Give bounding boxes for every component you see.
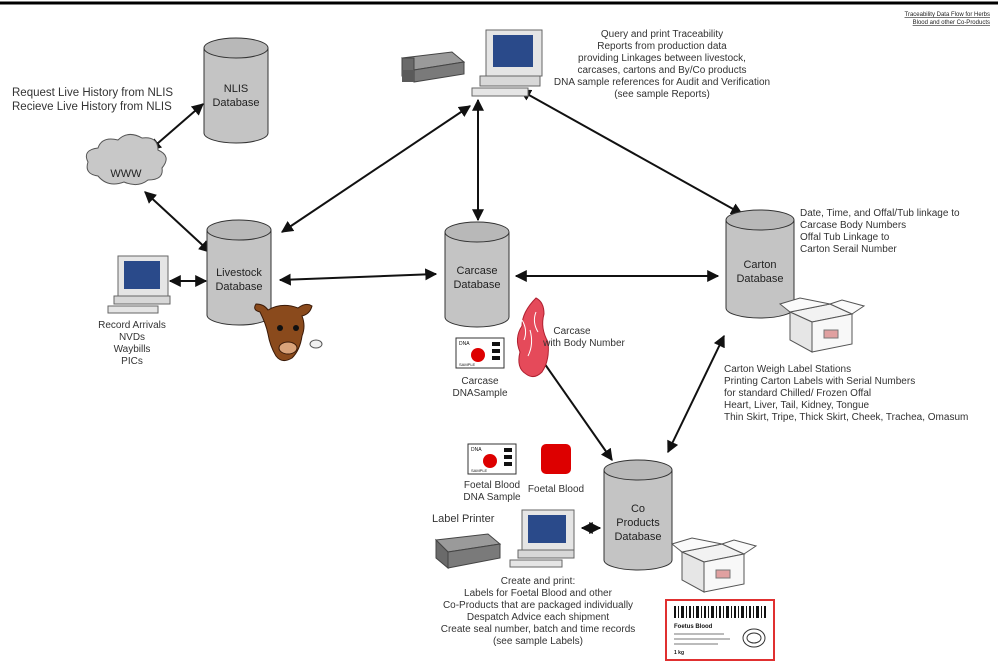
carcase-dna-card: DNA SAMPLE	[455, 337, 505, 369]
carcase-dna-line2: DNASample	[452, 388, 507, 399]
carton-info-line3: Offal Tub Linkage to	[800, 232, 890, 243]
query-line5: DNA sample references for Audit and Veri…	[554, 77, 770, 88]
database-carcase-line2: Database	[453, 279, 500, 291]
carcase-dna-note: Carcase DNASample	[452, 376, 507, 399]
foetal-dna-line1: Foetal Blood	[464, 480, 520, 491]
database-coproducts-line1: Co	[631, 503, 645, 515]
carton-stations-line4: Heart, Liver, Tail, Kidney, Tongue	[724, 400, 870, 411]
livestock-records-line4: PICs	[121, 356, 143, 367]
coproducts-box-icon	[670, 537, 758, 593]
database-livestock-line1: Livestock	[216, 267, 262, 279]
query-printer-icon	[400, 51, 466, 83]
arrow-query-carton	[518, 89, 744, 215]
coproducts-computer-icon	[509, 509, 575, 568]
database-livestock-line2: Database	[215, 281, 262, 293]
query-line1: Query and print Traceability	[601, 29, 723, 40]
create-print-line6: (see sample Labels)	[493, 636, 583, 647]
carcase-dna-card-line1: DNA	[459, 341, 470, 347]
carcase-icon	[516, 297, 549, 378]
database-nlis-line2: Database	[212, 97, 259, 109]
create-print-line3: Co-Products that are packaged individual…	[443, 600, 633, 611]
arrow-livestock-carcase	[278, 268, 438, 286]
database-carton: Carton Database	[725, 209, 795, 319]
query-note: Query and print Traceability Reports fro…	[554, 29, 770, 100]
create-print-line4: Despatch Advice each shipment	[467, 612, 610, 623]
database-nlis: NLIS Database	[203, 37, 269, 144]
carcase-dna-card-line2: SAMPLE	[459, 362, 476, 367]
database-coproducts: Co Products Database	[603, 459, 673, 571]
barcode	[674, 606, 766, 618]
carcase-body-note: Carcase with Body Number	[542, 326, 625, 349]
create-print-note: Create and print: Labels for Foetal Bloo…	[441, 576, 636, 647]
query-line6: (see sample Reports)	[614, 89, 710, 100]
foetal-dna-line2: DNA Sample	[463, 492, 521, 503]
sample-label-title: Foetus Blood	[674, 624, 713, 630]
nlis-request-line2: Recieve Live History from NLIS	[12, 101, 172, 113]
label-printer-label: Label Printer	[432, 513, 495, 525]
arrow-www-livestock	[144, 191, 211, 253]
livestock-computer-icon	[107, 255, 171, 314]
foetal-blood-label: Foetal Blood	[528, 484, 584, 495]
sample-label: Foetus Blood 1 kg	[665, 599, 775, 661]
foetal-dna-note: Foetal Blood DNA Sample	[463, 480, 521, 503]
carton-box-icon	[778, 297, 866, 353]
query-line2: Reports from production data	[597, 41, 727, 52]
carton-info-line2: Carcase Body Numbers	[800, 220, 906, 231]
livestock-records-line1: Record Arrivals	[98, 320, 166, 331]
carton-stations-line3: for standard Chilled/ Frozen Offal	[724, 388, 871, 399]
database-coproducts-line3: Database	[614, 531, 661, 543]
query-computer-icon	[471, 29, 543, 97]
carton-stations-line1: Carton Weigh Label Stations	[724, 364, 851, 375]
www-cloud-icon: WWW	[85, 134, 167, 186]
cow-icon	[254, 303, 323, 362]
flow-arrows	[144, 89, 744, 534]
carton-info-note: Date, Time, and Offal/Tub linkage to Car…	[800, 208, 960, 255]
database-coproducts-line2: Products	[616, 517, 660, 529]
foetal-blood-sample	[541, 444, 571, 474]
foetal-dna-card-line1: DNA	[471, 447, 482, 453]
www-label: WWW	[110, 168, 142, 180]
nlis-request-line1: Request Live History from NLIS	[12, 87, 173, 99]
carcase-body-line2: with Body Number	[542, 338, 625, 349]
database-carton-line2: Database	[736, 273, 783, 285]
label-printer-icon	[434, 533, 502, 570]
carton-stations-note: Carton Weigh Label Stations Printing Car…	[724, 364, 968, 423]
database-carcase-line1: Carcase	[457, 265, 498, 277]
sample-label-weight: 1 kg	[674, 650, 684, 656]
database-carcase: Carcase Database	[444, 221, 510, 328]
database-carton-line1: Carton	[743, 259, 776, 271]
create-print-line2: Labels for Foetal Blood and other	[464, 588, 613, 599]
nlis-request-note: Request Live History from NLIS Recieve L…	[12, 87, 173, 113]
database-livestock: Livestock Database	[206, 219, 272, 326]
query-line4: carcases, cartons and By/Co products	[578, 65, 747, 76]
header-title-line2: Blood and other Co-Products	[913, 20, 990, 26]
carton-stations-line5: Thin Skirt, Tripe, Thick Skirt, Cheek, T…	[724, 412, 968, 423]
create-print-line5: Create seal number, batch and time recor…	[441, 624, 636, 635]
carcase-body-line1: Carcase	[553, 326, 591, 337]
carcase-dna-line1: Carcase	[461, 376, 499, 387]
livestock-records-line2: NVDs	[119, 332, 145, 343]
carton-info-line4: Carton Serail Number	[800, 244, 897, 255]
header-title-line1: Traceability Data Flow for Herbs	[905, 12, 990, 18]
arrow-query-livestock	[281, 105, 471, 233]
arrow-nlis-www	[149, 103, 204, 151]
livestock-records-line3: Waybills	[114, 344, 151, 355]
livestock-records-note: Record Arrivals NVDs Waybills PICs	[98, 320, 166, 367]
sample-label-stamp	[742, 628, 766, 648]
database-nlis-line1: NLIS	[224, 83, 248, 95]
carton-info-line1: Date, Time, and Offal/Tub linkage to	[800, 208, 960, 219]
foetal-dna-card: DNA SAMPLE	[467, 443, 517, 475]
arrow-carton-coproducts	[667, 334, 725, 454]
create-print-line1: Create and print:	[501, 576, 576, 587]
query-line3: providing Linkages between livestock,	[578, 53, 746, 64]
carton-stations-line2: Printing Carton Labels with Serial Numbe…	[724, 376, 915, 387]
foetal-dna-card-line2: SAMPLE	[471, 468, 488, 473]
